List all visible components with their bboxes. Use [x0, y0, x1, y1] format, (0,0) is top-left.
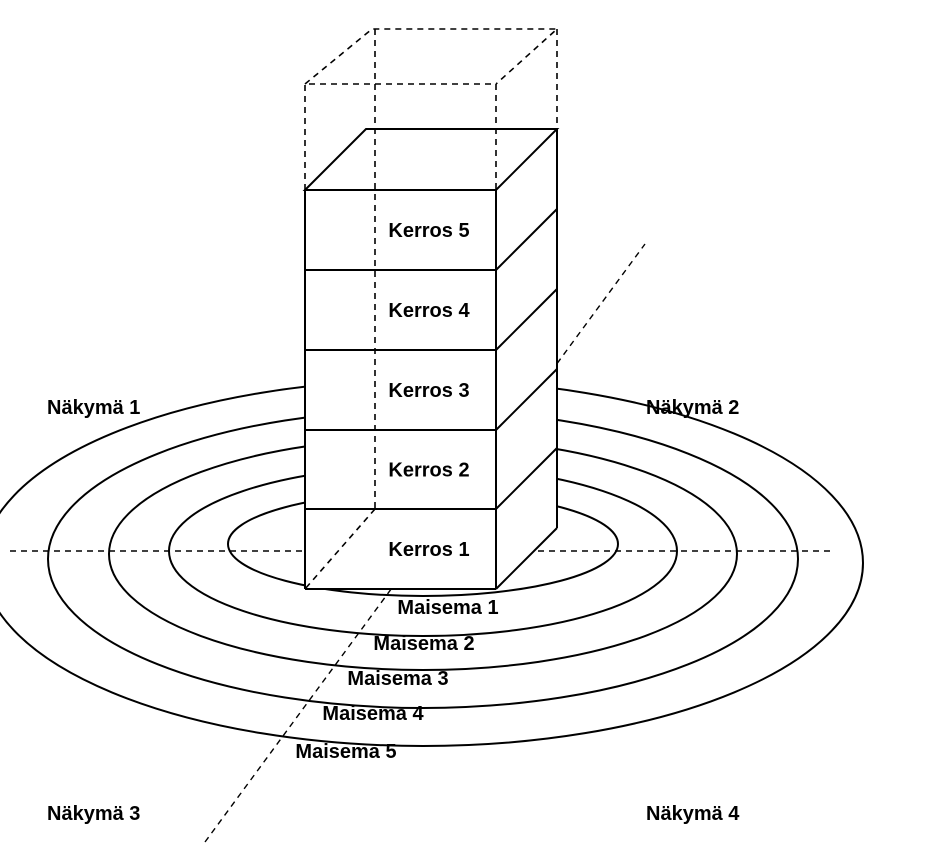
layer-label: Kerros 5 — [388, 220, 469, 242]
building-box — [302, 28, 560, 590]
view-label-1: Näkymä 1 — [47, 397, 140, 419]
box-fill — [305, 129, 557, 589]
view-label-4: Näkymä 4 — [646, 803, 740, 825]
layer-label: Kerros 1 — [388, 539, 469, 561]
layer-labels: Kerros 5 Kerros 4 Kerros 3 Kerros 2 Kerros 1 — [388, 220, 470, 561]
layer-label: Kerros 3 — [388, 380, 469, 402]
layer-label: Kerros 4 — [388, 300, 470, 322]
landscape-label: Maisema 5 — [295, 741, 396, 763]
landscape-labels: Maisema 1 Maisema 2 Maisema 3 Maisema 4 Mais… — [295, 597, 498, 763]
view-label-2: Näkymä 2 — [646, 397, 739, 419]
landscape-label: Maisema 3 — [347, 668, 448, 690]
view-labels: Näkymä 1 Näkymä 2 Näkymä 3 Näkymä 4 — [47, 397, 740, 825]
diagonal-axis-line — [204, 243, 646, 843]
landscape-label: Maisema 4 — [322, 703, 424, 725]
landscape-label: Maisema 2 — [373, 633, 474, 655]
view-label-3: Näkymä 3 — [47, 803, 140, 825]
layer-label: Kerros 2 — [388, 460, 469, 482]
landscape-label: Maisema 1 — [397, 597, 498, 619]
